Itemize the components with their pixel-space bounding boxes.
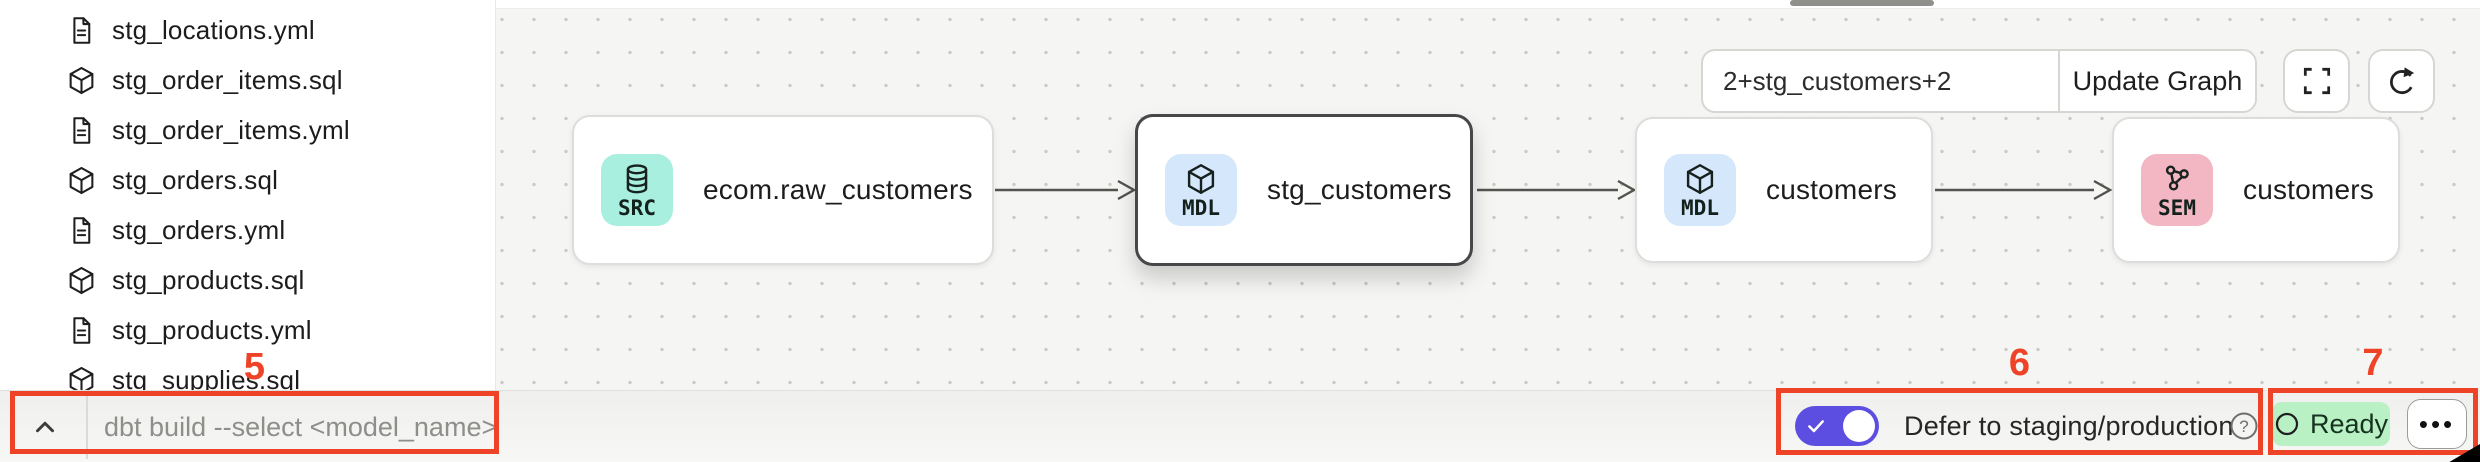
node-type-badge-sem: SEM	[2141, 154, 2213, 226]
yml-file-icon	[73, 116, 91, 144]
fullscreen-button[interactable]	[2283, 49, 2350, 113]
file-item-stg-products-yml[interactable]: stg_products.yml	[0, 305, 495, 355]
svg-text:?: ?	[2239, 417, 2248, 436]
node-name: stg_customers	[1267, 174, 1452, 205]
command-bar-divider	[86, 395, 88, 459]
graph-node-customers-semantic[interactable]: SEM customers	[2112, 117, 2400, 263]
file-item-stg-orders-sql[interactable]: stg_orders.sql	[0, 155, 495, 205]
file-item-label: stg_orders.sql	[112, 164, 279, 195]
node-name: customers	[2243, 174, 2374, 205]
yml-file-icon	[73, 316, 91, 344]
refresh-icon	[2389, 67, 2414, 95]
canvas-top-strip	[496, 0, 2480, 9]
node-type-label: SEM	[2158, 195, 2196, 220]
graph-node-customers-model[interactable]: MDL customers	[1635, 117, 1933, 263]
model-cube-icon	[1187, 163, 1215, 194]
node-type-label: MDL	[1182, 195, 1220, 220]
node-type-label: SRC	[618, 195, 656, 220]
file-item-stg-orders-yml[interactable]: stg_orders.yml	[0, 205, 495, 255]
lineage-canvas[interactable]: SRC ecom.raw_customers MDL stg_customers…	[496, 0, 2480, 390]
file-item-label: stg_order_items.yml	[112, 114, 350, 145]
defer-label: Defer to staging/production	[1904, 411, 2234, 441]
status-badge[interactable]: Ready	[2272, 402, 2390, 446]
file-item-stg-order-items-sql[interactable]: stg_order_items.sql	[0, 55, 495, 105]
semantic-model-icon	[2165, 164, 2189, 191]
file-item-stg-order-items-yml[interactable]: stg_order_items.yml	[0, 105, 495, 155]
model-cube-icon	[69, 266, 94, 294]
check-icon	[1808, 420, 1824, 433]
more-options-button[interactable]: •••	[2407, 399, 2467, 449]
graph-selector-group: Update Graph	[1701, 49, 2257, 113]
model-cube-icon	[1686, 163, 1714, 194]
file-item-label: stg_order_items.sql	[112, 64, 343, 95]
file-item-label: stg_orders.yml	[112, 214, 286, 245]
yml-file-icon	[73, 16, 91, 44]
file-item-partially-hidden[interactable]: stg_supplies.sql	[0, 355, 495, 390]
file-item-label: stg_supplies.sql	[112, 364, 301, 391]
node-type-badge-mdl: MDL	[1165, 154, 1237, 226]
toggle-knob	[1843, 410, 1875, 442]
model-cube-icon	[69, 366, 94, 390]
status-label: Ready	[2309, 408, 2389, 439]
file-item-label: stg_products.yml	[112, 314, 312, 345]
chevron-up-icon	[36, 421, 54, 433]
horizontal-scrollbar-thumb[interactable]	[1790, 0, 1934, 6]
expand-command-panel-button[interactable]	[22, 407, 68, 447]
model-cube-icon	[69, 66, 94, 94]
node-type-badge-src: SRC	[601, 154, 673, 226]
node-type-badge-mdl: MDL	[1664, 154, 1736, 226]
node-name: ecom.raw_customers	[703, 174, 973, 205]
file-item-stg-products-sql[interactable]: stg_products.sql	[0, 255, 495, 305]
command-input[interactable]	[104, 401, 664, 453]
status-circle-icon	[2275, 412, 2299, 436]
file-item-label: stg_locations.yml	[112, 14, 315, 45]
refresh-button[interactable]	[2368, 49, 2435, 113]
defer-toggle[interactable]	[1795, 406, 1879, 446]
fullscreen-icon	[2303, 67, 2330, 95]
graph-node-ecom-raw-customers[interactable]: SRC ecom.raw_customers	[572, 115, 994, 265]
database-icon	[626, 163, 648, 193]
graph-node-stg-customers[interactable]: MDL stg_customers	[1135, 114, 1473, 266]
file-item-label: stg_products.sql	[112, 264, 305, 295]
yml-file-icon	[73, 216, 91, 244]
file-tree-sidebar: stg_locations.yml stg_order_items.sql st…	[0, 0, 496, 390]
model-cube-icon	[69, 166, 94, 194]
update-graph-button[interactable]: Update Graph	[2059, 51, 2255, 111]
selector-input[interactable]	[1703, 51, 2058, 111]
node-type-label: MDL	[1681, 195, 1719, 220]
node-name: customers	[1766, 174, 1897, 205]
help-icon[interactable]: ?	[2228, 410, 2260, 442]
selector-divider	[2058, 51, 2060, 111]
file-item-stg-locations-yml[interactable]: stg_locations.yml	[0, 5, 495, 55]
